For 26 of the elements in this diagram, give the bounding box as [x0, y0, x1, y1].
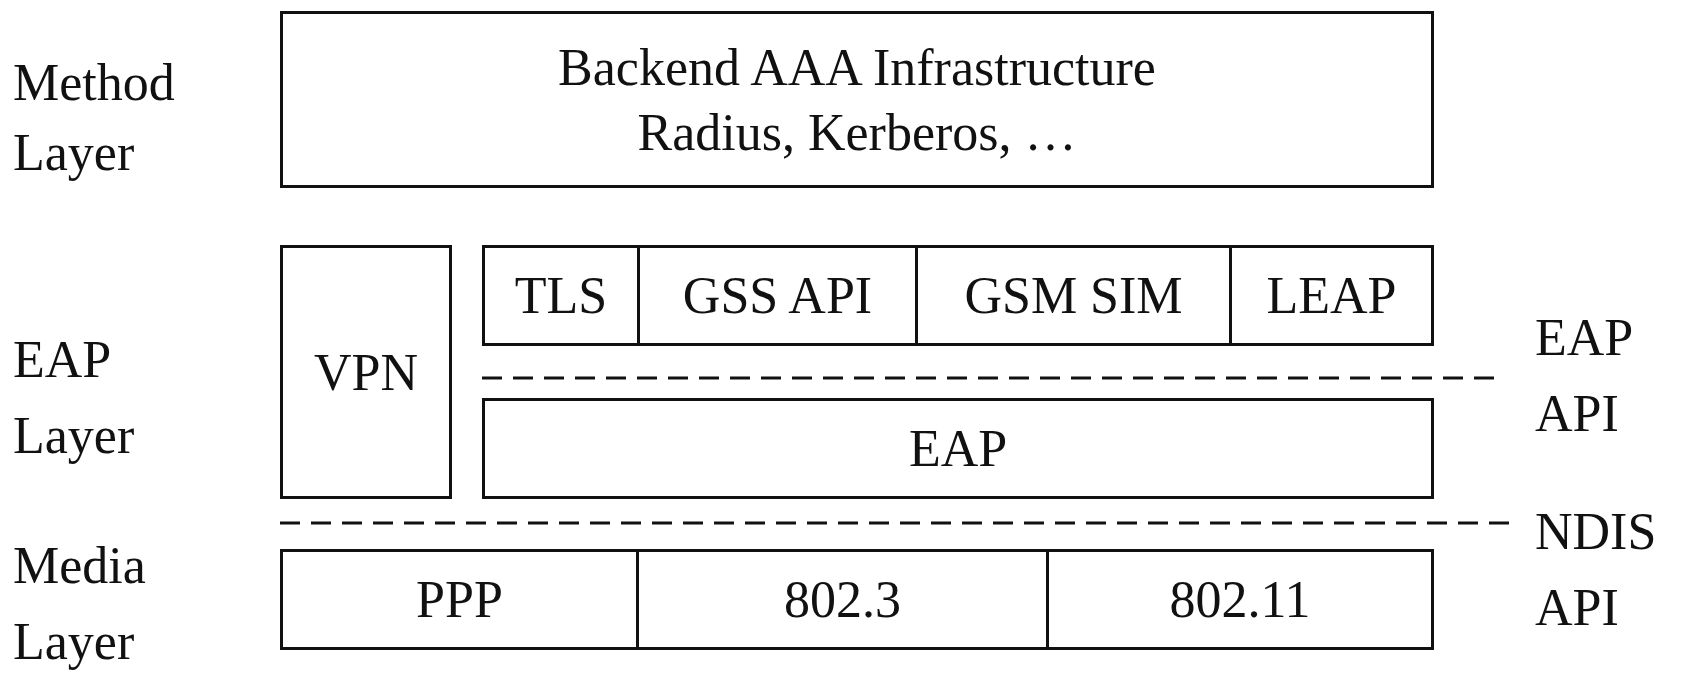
- box-label: Backend AAA Infrastructure: [558, 37, 1156, 98]
- layer-label: Media Layer: [13, 536, 147, 672]
- layer-box: [280, 11, 1434, 188]
- layer-label: EAP Layer: [13, 330, 136, 466]
- layer-label: EAP API: [1535, 308, 1633, 444]
- box-label: PPP: [416, 570, 503, 630]
- layer-box: [482, 245, 640, 346]
- layer-box: [637, 245, 918, 346]
- box-label: GSS API: [682, 266, 873, 326]
- layer-box: [280, 245, 452, 499]
- box-label: 802.11: [1169, 570, 1311, 630]
- layer-box: [482, 398, 1434, 499]
- layer-box: [1229, 245, 1434, 346]
- box-label: VPN: [314, 342, 418, 403]
- layer-label: NDIS API: [1535, 502, 1658, 638]
- box-label: TLS: [514, 266, 608, 326]
- box-label: EAP: [908, 419, 1008, 479]
- layer-box: [636, 549, 1049, 650]
- layer-box: [1046, 549, 1434, 650]
- layer-box: [280, 549, 639, 650]
- box-label: LEAP: [1266, 266, 1397, 326]
- box-label: GSM SIM: [964, 266, 1183, 326]
- layer-label: Method Layer: [13, 53, 176, 183]
- box-label: 802.3: [784, 570, 901, 630]
- box-label: Radius, Kerberos, …: [637, 102, 1077, 163]
- layer-box: [915, 245, 1232, 346]
